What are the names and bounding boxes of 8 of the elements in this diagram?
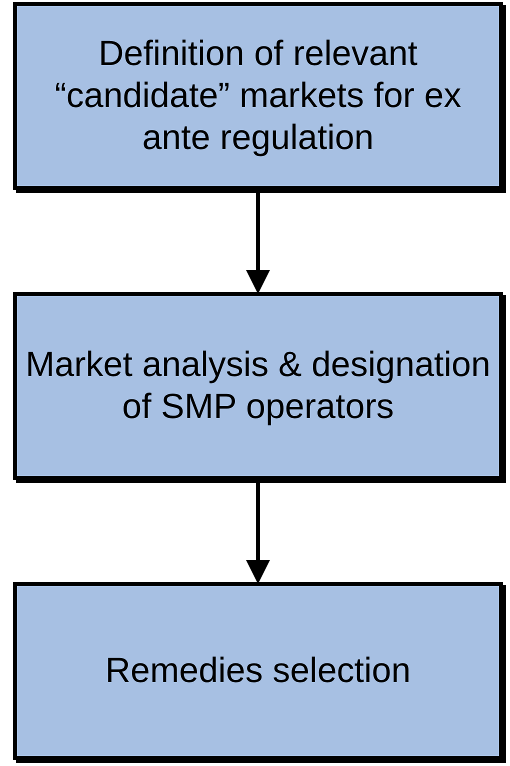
process-box — [13, 582, 503, 760]
box-text: Remedies selection — [104, 650, 412, 692]
box-text: Market analysis & designation of SMP operators — [24, 344, 492, 428]
box-text: Definition of relevant “candidate” markets for ex ante regulation — [54, 33, 462, 159]
arrow — [246, 483, 270, 584]
process-box — [13, 2, 503, 190]
arrow — [246, 193, 270, 294]
process-box — [13, 292, 503, 480]
